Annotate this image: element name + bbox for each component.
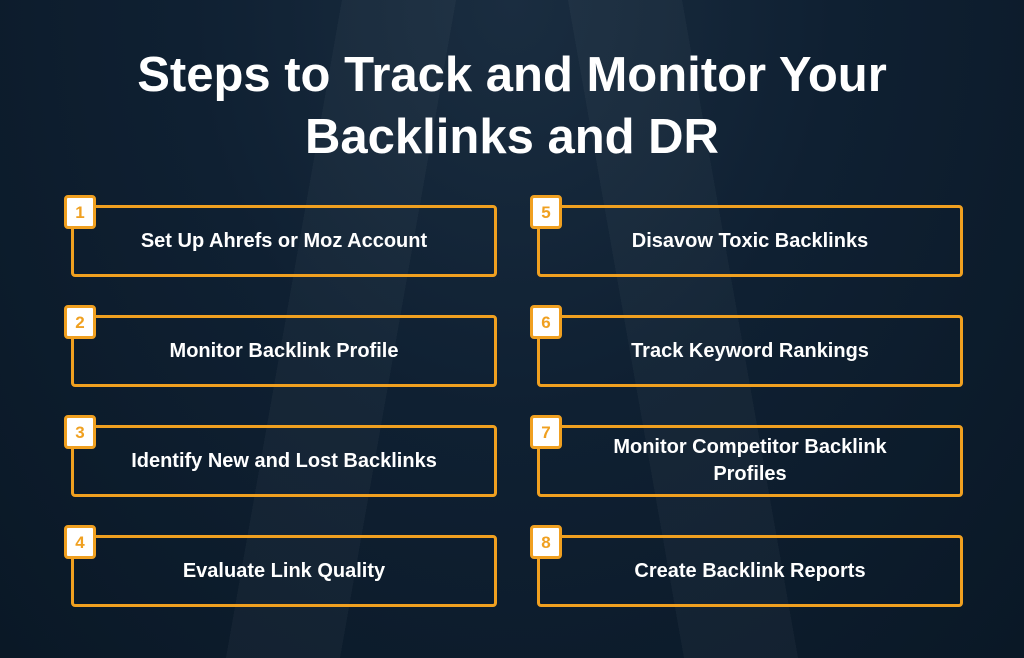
step-number-badge: 1 (64, 195, 96, 229)
title-line-2: Backlinks and DR (305, 110, 719, 164)
step-number-badge: 6 (530, 305, 562, 339)
title-line-1: Steps to Track and Monitor Your (137, 48, 887, 102)
step-label: Monitor Competitor Backlink Profiles (613, 436, 887, 485)
step-number-badge: 5 (530, 195, 562, 229)
step-label: Disavow Toxic Backlinks (631, 229, 869, 252)
step-number-badge: 3 (64, 415, 96, 449)
step-number-badge: 2 (64, 305, 96, 339)
step-label: Set Up Ahrefs or Moz Account (140, 229, 428, 252)
step-number-badge: 7 (530, 415, 562, 449)
step-label: Track Keyword Rankings (631, 339, 869, 362)
step-number-badge: 8 (530, 525, 562, 559)
step-label: Identify New and Lost Backlinks (131, 449, 437, 472)
step-label: Monitor Backlink Profile (169, 339, 399, 362)
step-label: Evaluate Link Quality (182, 559, 386, 582)
step-number-badge: 4 (64, 525, 96, 559)
step-label: Create Backlink Reports (634, 559, 866, 582)
